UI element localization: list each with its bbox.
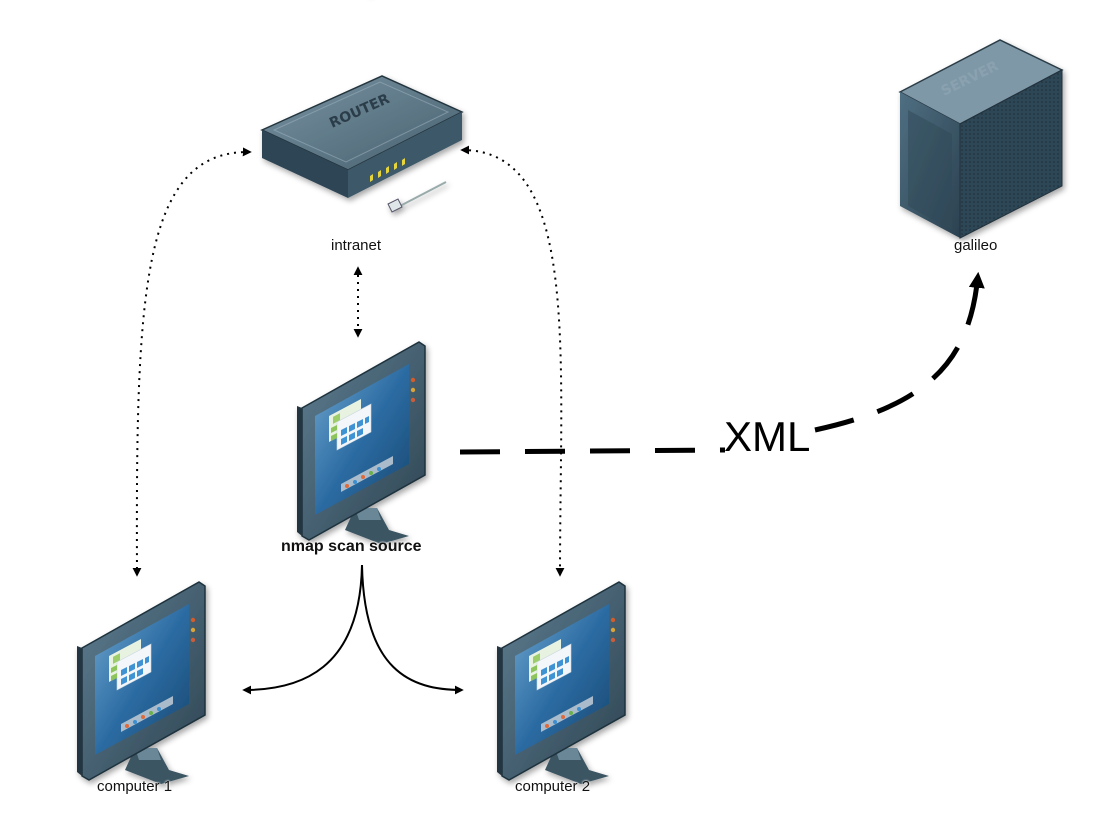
- edge-router-computer1: [132, 147, 252, 577]
- scan-source-label: nmap scan source: [281, 538, 422, 555]
- computer1-monitor-icon: [76, 581, 206, 785]
- edge-router-computer2: [460, 145, 565, 577]
- edge-source-computer2: [361, 564, 464, 695]
- router-label: intranet: [331, 237, 382, 254]
- router-icon: ROUTER: [260, 75, 464, 213]
- xml-edge-label: XML: [724, 413, 811, 460]
- computer2-monitor-icon: [496, 581, 626, 785]
- server-label: galileo: [954, 237, 998, 254]
- server-icon: SERVER: [898, 39, 1064, 239]
- scan-source-monitor-icon: [296, 341, 426, 545]
- edge-xml: [459, 275, 978, 455]
- edge-source-computer1: [242, 564, 363, 695]
- computer1-label: computer 1: [97, 778, 173, 795]
- computer2-label: computer 2: [515, 778, 591, 795]
